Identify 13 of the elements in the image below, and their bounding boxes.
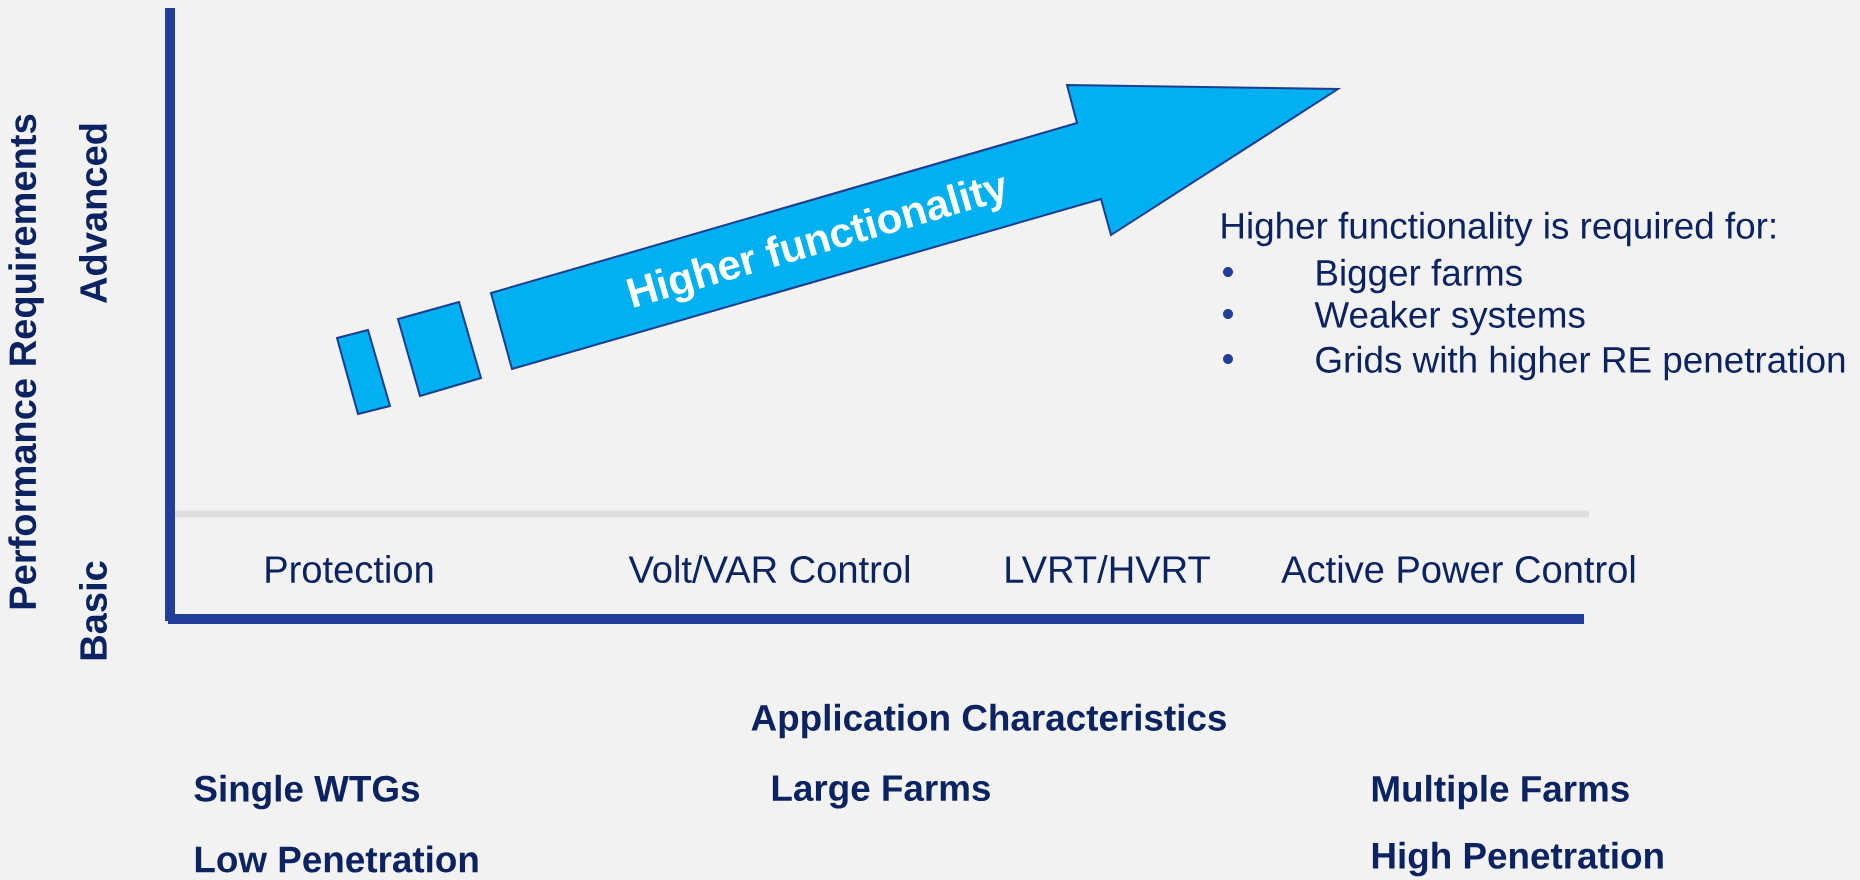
axis-title: Application Characteristics bbox=[751, 703, 1226, 739]
characteristic-label: Single WTGs bbox=[194, 774, 420, 810]
axis-level-label: Advanced bbox=[79, 124, 107, 304]
axis-title: Performance Requirements bbox=[8, 114, 44, 609]
characteristic-label: Multiple Farms bbox=[1372, 774, 1629, 810]
characteristic-label: High Penetration bbox=[1372, 841, 1663, 877]
characteristic-label: Low Penetration bbox=[195, 845, 478, 873]
category-label: Protection bbox=[266, 555, 433, 583]
characteristic-label: Large Farms bbox=[772, 775, 990, 809]
category-label: LVRT/HVRT bbox=[1006, 555, 1210, 583]
axis-level-label: Basic bbox=[79, 561, 107, 660]
category-label: Volt/VAR Control bbox=[628, 555, 909, 583]
category-label: Active Power Control bbox=[1281, 555, 1635, 583]
